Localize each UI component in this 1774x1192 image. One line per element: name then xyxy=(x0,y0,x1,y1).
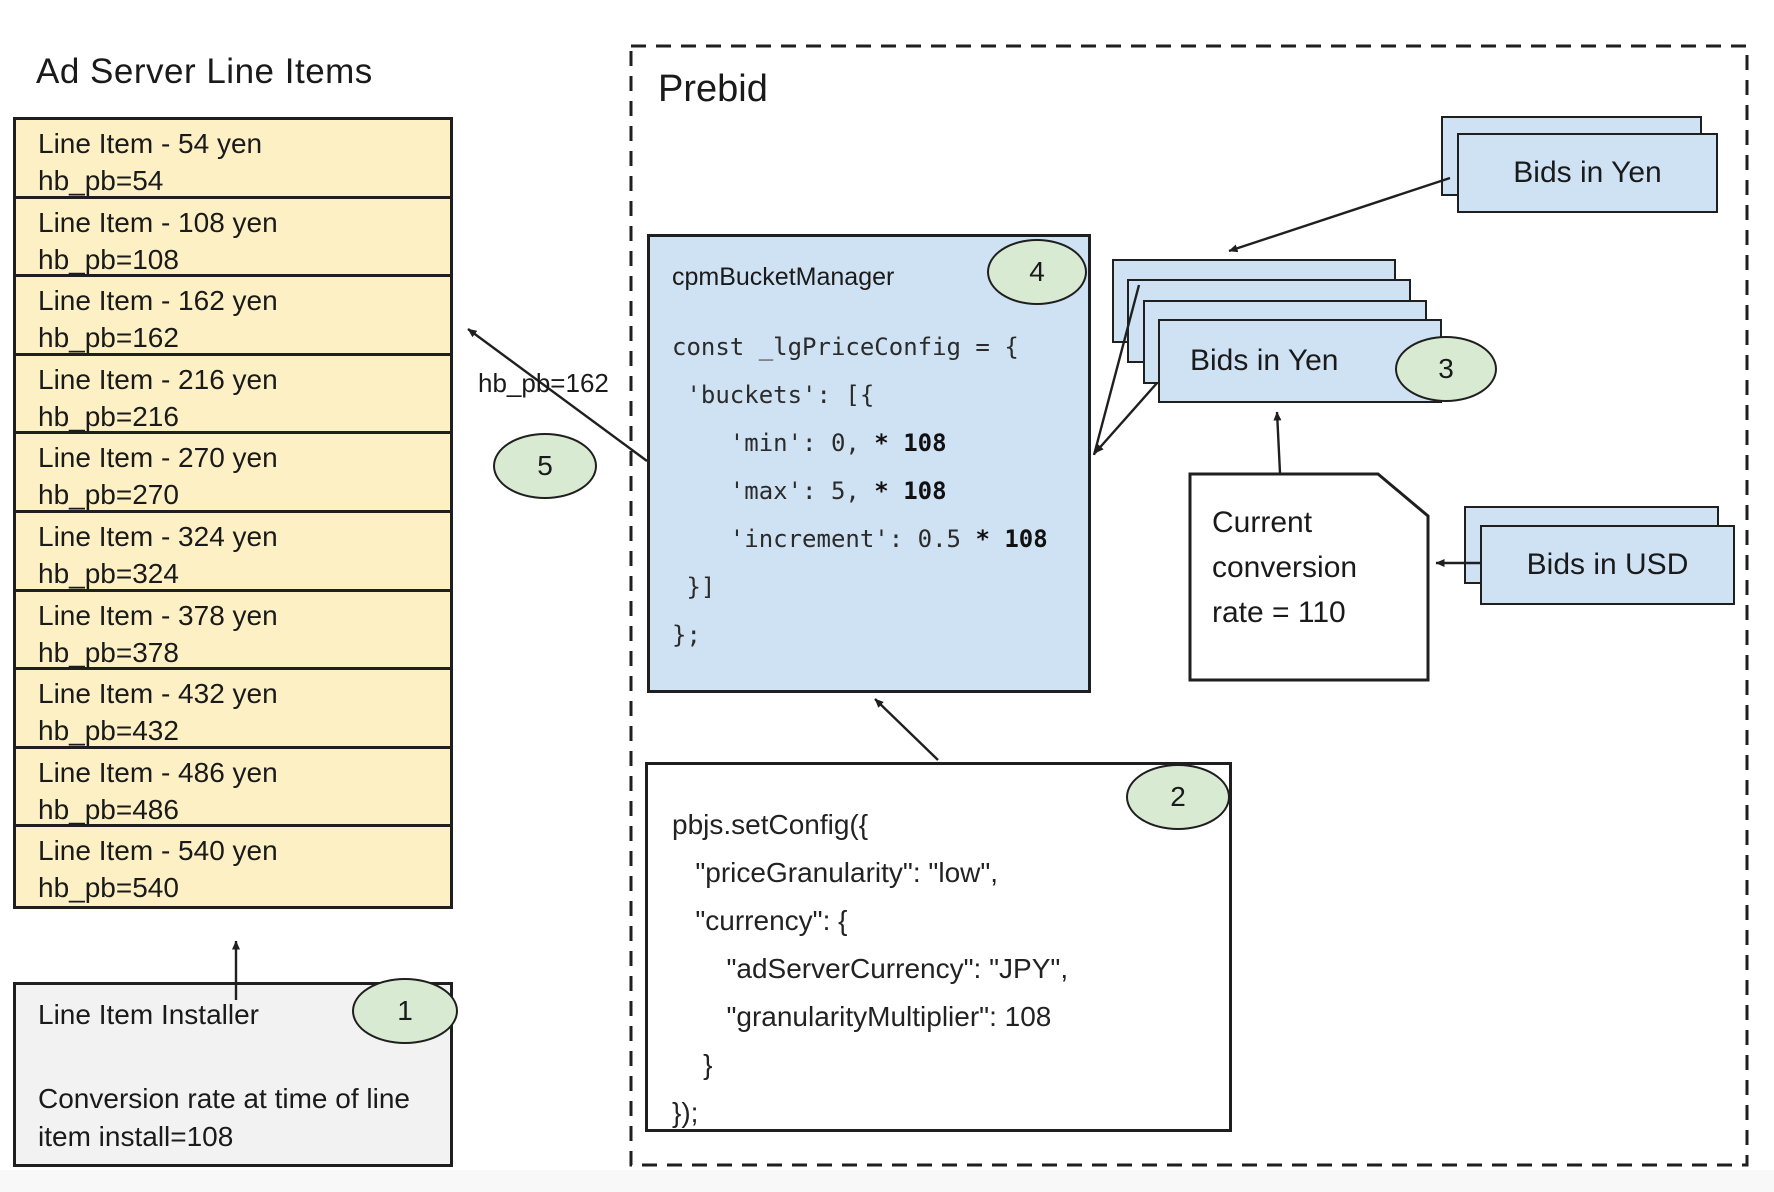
code-line: "priceGranularity": "low", xyxy=(672,857,999,888)
code-line: } xyxy=(672,1049,713,1080)
step-badge-1: 1 xyxy=(352,978,458,1044)
bids-in-usd-label: Bids in USD xyxy=(1526,548,1689,581)
step-badge-5: 5 xyxy=(493,433,597,499)
step-badge-3: 3 xyxy=(1395,336,1497,402)
bottom-strip xyxy=(0,1170,1774,1192)
line-item-key: hb_pb=432 xyxy=(38,715,179,747)
line-item-title: Line Item - 216 yen xyxy=(38,363,278,395)
line-item-title: Line Item - 378 yen xyxy=(38,599,278,631)
line-item-key: hb_pb=270 xyxy=(38,479,179,511)
line-item-row: Line Item - 270 yen hb_pb=270 xyxy=(16,434,450,513)
bids-in-yen-incoming-card: Bids in Yen xyxy=(1457,133,1718,213)
hb-pb-arrow-label: hb_pb=162 xyxy=(478,368,609,398)
set-config-code: pbjs.setConfig({ "priceGranularity": "lo… xyxy=(672,801,1068,1137)
code-line: 'min': 0, * 108 xyxy=(672,429,947,457)
code-line: pbjs.setConfig({ xyxy=(672,809,869,840)
installer-note: Conversion rate at time of line item ins… xyxy=(38,1083,410,1152)
arrow-note-to-stack xyxy=(1273,411,1282,474)
line-item-key: hb_pb=216 xyxy=(38,400,179,432)
line-item-key: hb_pb=378 xyxy=(38,636,179,668)
step-badge-4: 4 xyxy=(987,239,1087,305)
code-line: const _lgPriceConfig = { xyxy=(672,333,1019,361)
line-item-title: Line Item - 540 yen xyxy=(38,835,278,867)
line-item-row: Line Item - 432 yen hb_pb=432 xyxy=(16,670,450,749)
ad-server-title: Ad Server Line Items xyxy=(36,52,373,91)
line-item-key: hb_pb=54 xyxy=(38,165,164,196)
line-item-row: Line Item - 378 yen hb_pb=378 xyxy=(16,592,450,671)
code-line: }; xyxy=(672,621,701,649)
line-item-title: Line Item - 108 yen xyxy=(38,206,278,238)
line-item-row: Line Item - 324 yen hb_pb=324 xyxy=(16,513,450,592)
installer-title: Line Item Installer xyxy=(38,999,259,1030)
code-line: }); xyxy=(672,1097,699,1128)
bids-in-yen-incoming-label: Bids in Yen xyxy=(1513,156,1662,189)
code-line: "adServerCurrency": "JPY", xyxy=(672,953,1069,984)
step-badge-2: 2 xyxy=(1126,764,1230,830)
arrow-incoming-yen-to-stack xyxy=(1228,176,1451,253)
conversion-rate-note-text: Current conversion rate = 110 xyxy=(1212,506,1358,629)
line-item-title: Line Item - 324 yen xyxy=(38,520,278,552)
cpm-bucket-manager-code: const _lgPriceConfig = { 'buckets': [{ '… xyxy=(672,323,1048,659)
line-item-title: Line Item - 432 yen xyxy=(38,678,278,710)
line-item-row: Line Item - 54 yen hb_pb=54 xyxy=(16,120,450,199)
line-item-title: Line Item - 270 yen xyxy=(38,442,278,474)
code-line: "currency": { xyxy=(672,905,848,936)
line-item-row: Line Item - 486 yen hb_pb=486 xyxy=(16,749,450,828)
line-item-row: Line Item - 162 yen hb_pb=162 xyxy=(16,277,450,356)
line-item-row: Line Item - 540 yen hb_pb=540 xyxy=(16,827,450,906)
code-line: "granularityMultiplier": 108 xyxy=(672,1001,1052,1032)
line-item-key: hb_pb=486 xyxy=(38,793,179,825)
line-item-key: hb_pb=162 xyxy=(38,322,179,354)
code-line: }] xyxy=(672,573,716,601)
line-item-title: Line Item - 54 yen xyxy=(38,128,263,159)
arrow-stack-to-cpm-lower xyxy=(1094,382,1158,454)
line-item-key: hb_pb=540 xyxy=(38,872,179,904)
bids-in-usd-card: Bids in USD xyxy=(1480,525,1735,605)
line-item-title: Line Item - 486 yen xyxy=(38,756,278,788)
code-line: 'buckets': [{ xyxy=(672,381,875,409)
code-line: 'max': 5, * 108 xyxy=(672,477,947,505)
line-item-key: hb_pb=324 xyxy=(38,557,179,589)
line-item-title: Line Item - 162 yen xyxy=(38,285,278,317)
arrow-setconfig-to-cpm xyxy=(874,698,939,761)
bids-in-yen-stack-label: Bids in Yen xyxy=(1190,344,1339,377)
line-item-key: hb_pb=108 xyxy=(38,243,179,275)
code-line: 'increment': 0.5 * 108 xyxy=(672,525,1048,553)
line-item-row: Line Item - 216 yen hb_pb=216 xyxy=(16,356,450,435)
line-item-row: Line Item - 108 yen hb_pb=108 xyxy=(16,199,450,278)
prebid-title: Prebid xyxy=(658,68,768,110)
cpm-bucket-manager-title: cpmBucketManager xyxy=(672,263,895,291)
